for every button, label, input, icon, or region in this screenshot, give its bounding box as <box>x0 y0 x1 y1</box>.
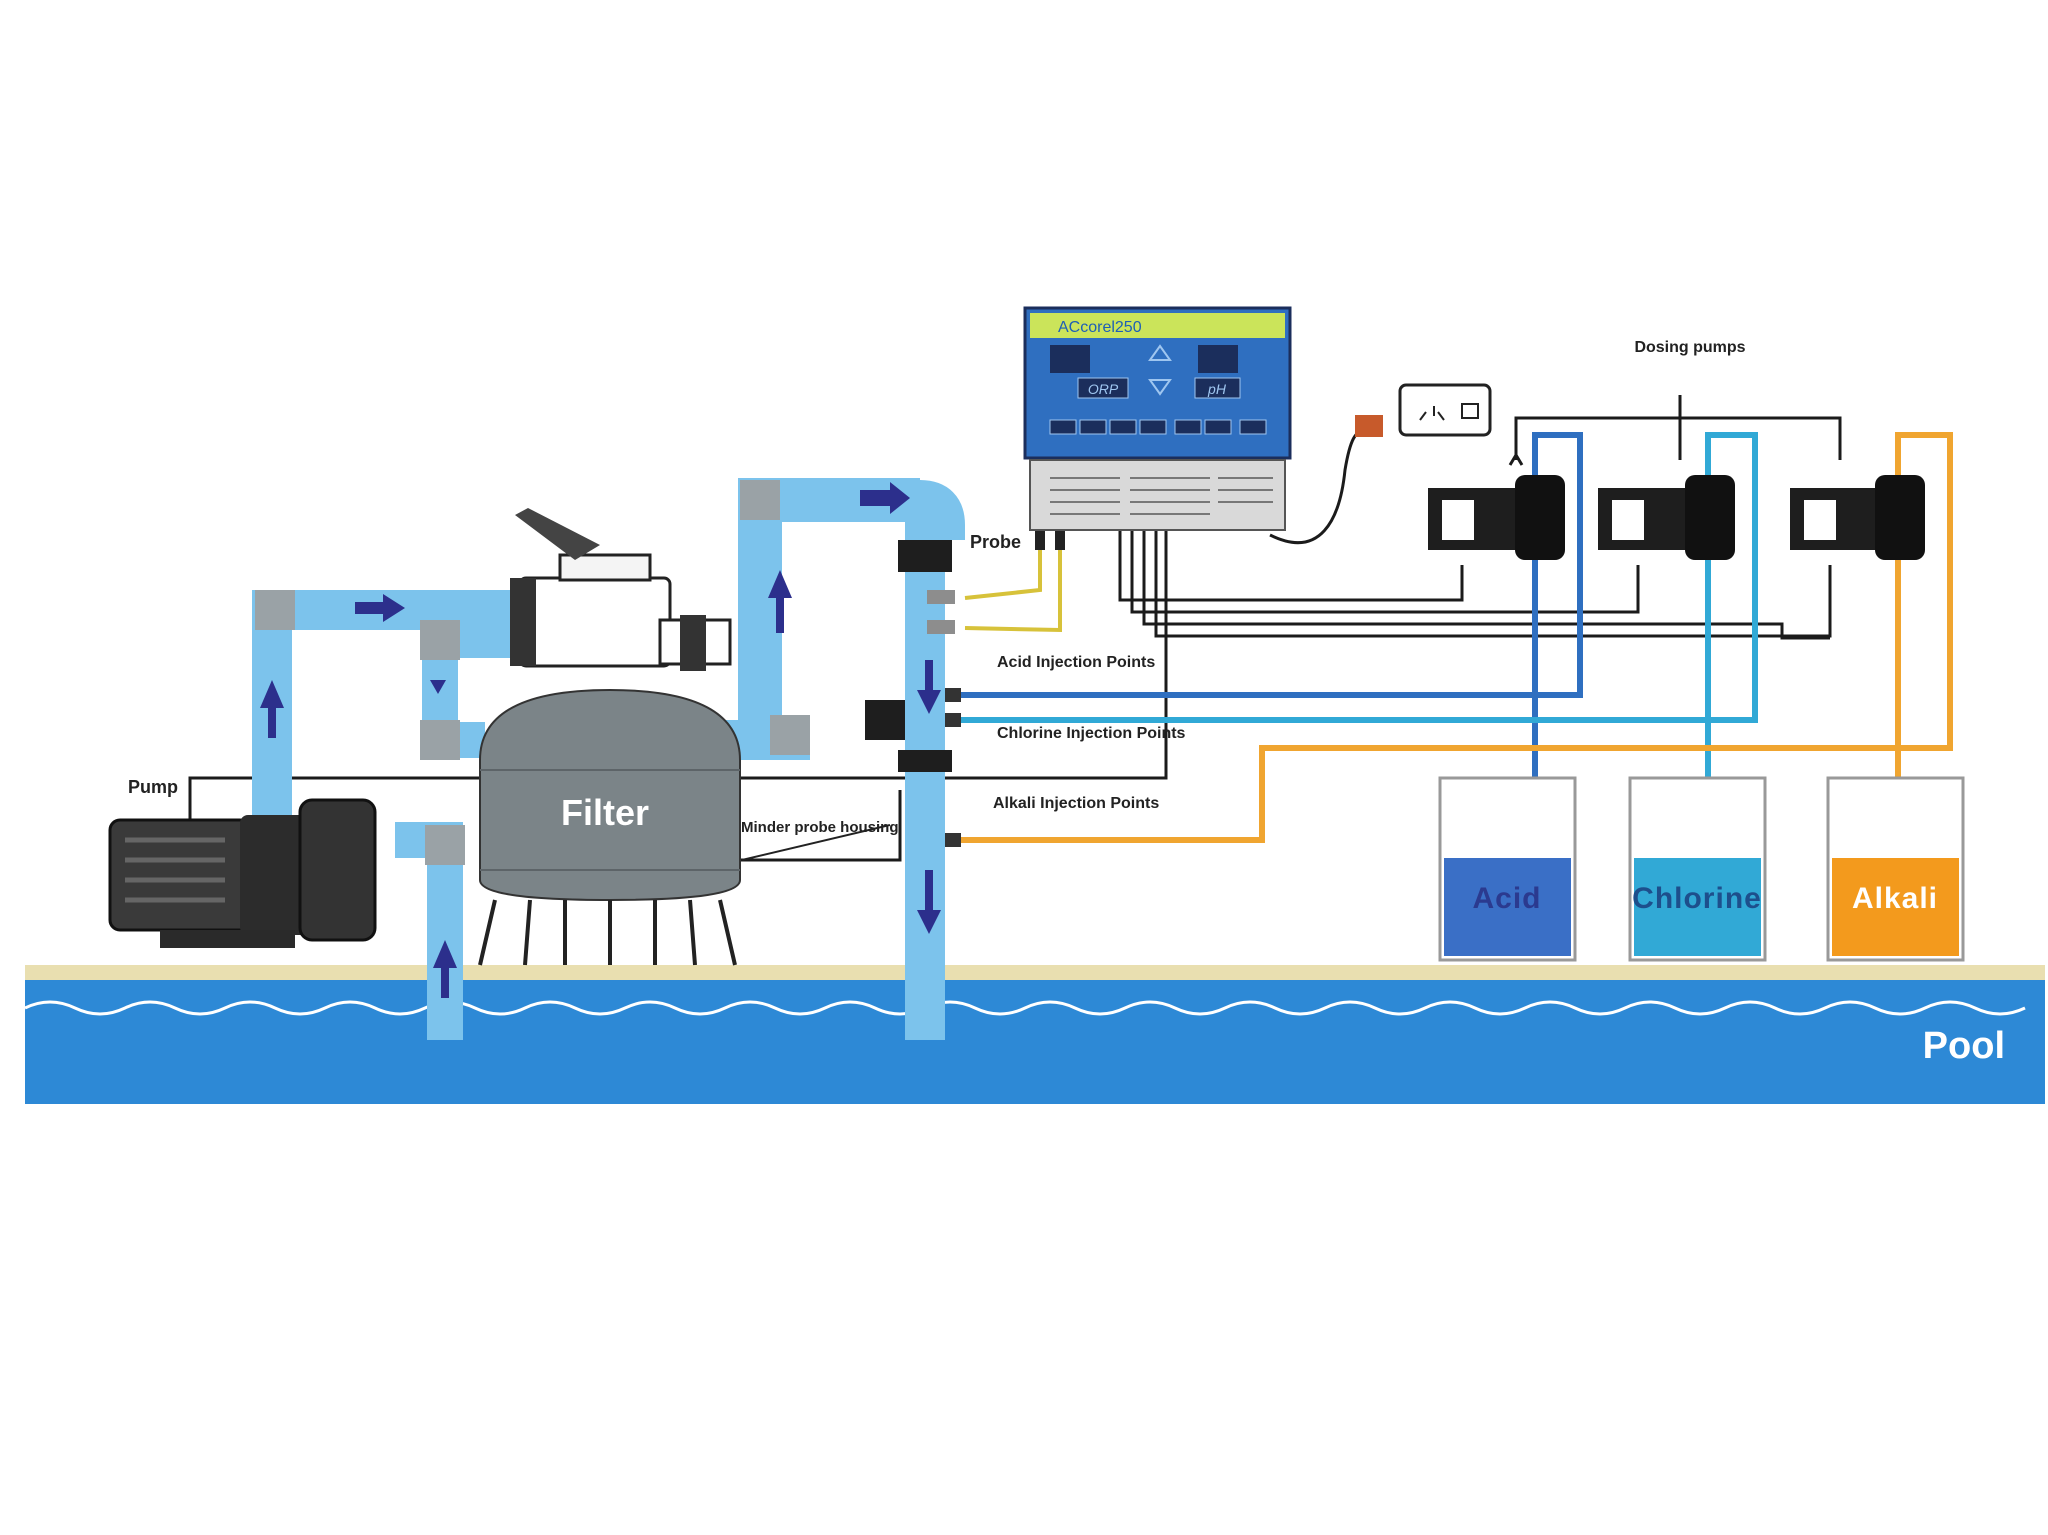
chlorine-injection-label: Chlorine Injection Points <box>997 725 1186 742</box>
tank-label-alkali: Alkali <box>1852 882 1938 915</box>
dosing-pumps: Dosing pumps <box>1428 339 1925 560</box>
tank-label-acid: Acid <box>1472 882 1541 915</box>
filter-label: Filter <box>561 792 649 833</box>
dosing-pump-alkali <box>1790 475 1925 560</box>
flow-arrows <box>260 482 941 998</box>
control-wires <box>188 395 1842 862</box>
acid-line <box>955 432 1583 855</box>
minder-probe-housing <box>865 700 905 740</box>
dosing-pump-chlorine <box>1598 475 1735 560</box>
pool: Pool <box>24 965 2045 1104</box>
controller: ACcorel250 ORP pH <box>1023 306 1292 531</box>
orp-label: ORP <box>1088 381 1119 397</box>
alkali-line <box>955 432 1953 855</box>
filter: Filter <box>478 688 741 966</box>
tank-acid: Acid <box>1438 776 1577 962</box>
controller-display <box>1030 313 1285 338</box>
alkali-injection-label: Alkali Injection Points <box>993 795 1159 812</box>
chemical-tanks: Acid Chlorine Alkali <box>1438 776 1965 962</box>
down-triangle-icon[interactable] <box>1148 379 1172 396</box>
pump: Pump <box>108 777 377 948</box>
power-outlet <box>1355 383 1492 437</box>
arrow-up-icon <box>433 940 457 998</box>
ph-label: pH <box>1207 381 1227 397</box>
arrow-right-icon <box>355 594 405 622</box>
arrow-right-icon <box>860 482 910 514</box>
up-triangle-icon[interactable] <box>1148 344 1172 361</box>
minder-probe-label: Minder probe housing <box>741 819 899 836</box>
acid-injection-label: Acid Injection Points <box>997 654 1155 671</box>
arrow-down-icon <box>917 660 941 714</box>
dosing-pumps-label: Dosing pumps <box>1634 339 1745 356</box>
controller-name: ACcorel250 <box>1058 319 1142 336</box>
arrow-down-icon <box>430 680 446 694</box>
probe-wires <box>964 530 1065 633</box>
pump-label: Pump <box>128 777 178 797</box>
tank-chlorine: Chlorine <box>1628 776 1767 962</box>
dosing-lines <box>955 432 1953 855</box>
tank-alkali: Alkali <box>1826 776 1965 962</box>
arrow-up-icon <box>768 570 792 633</box>
chlorine-line <box>955 432 1758 855</box>
arrow-up-icon <box>260 680 284 738</box>
controller-terminal-block <box>1029 459 1286 531</box>
pool-wave-line <box>24 1000 2026 1016</box>
pool-water <box>25 980 2045 1104</box>
tank-label-chlorine: Chlorine <box>1632 882 1762 915</box>
pool-label: Pool <box>1923 1025 2005 1067</box>
arrow-down-icon <box>917 870 941 934</box>
probe-label: Probe <box>970 532 1021 552</box>
multiport-valve <box>510 508 732 671</box>
dosing-pump-acid <box>1428 475 1565 560</box>
